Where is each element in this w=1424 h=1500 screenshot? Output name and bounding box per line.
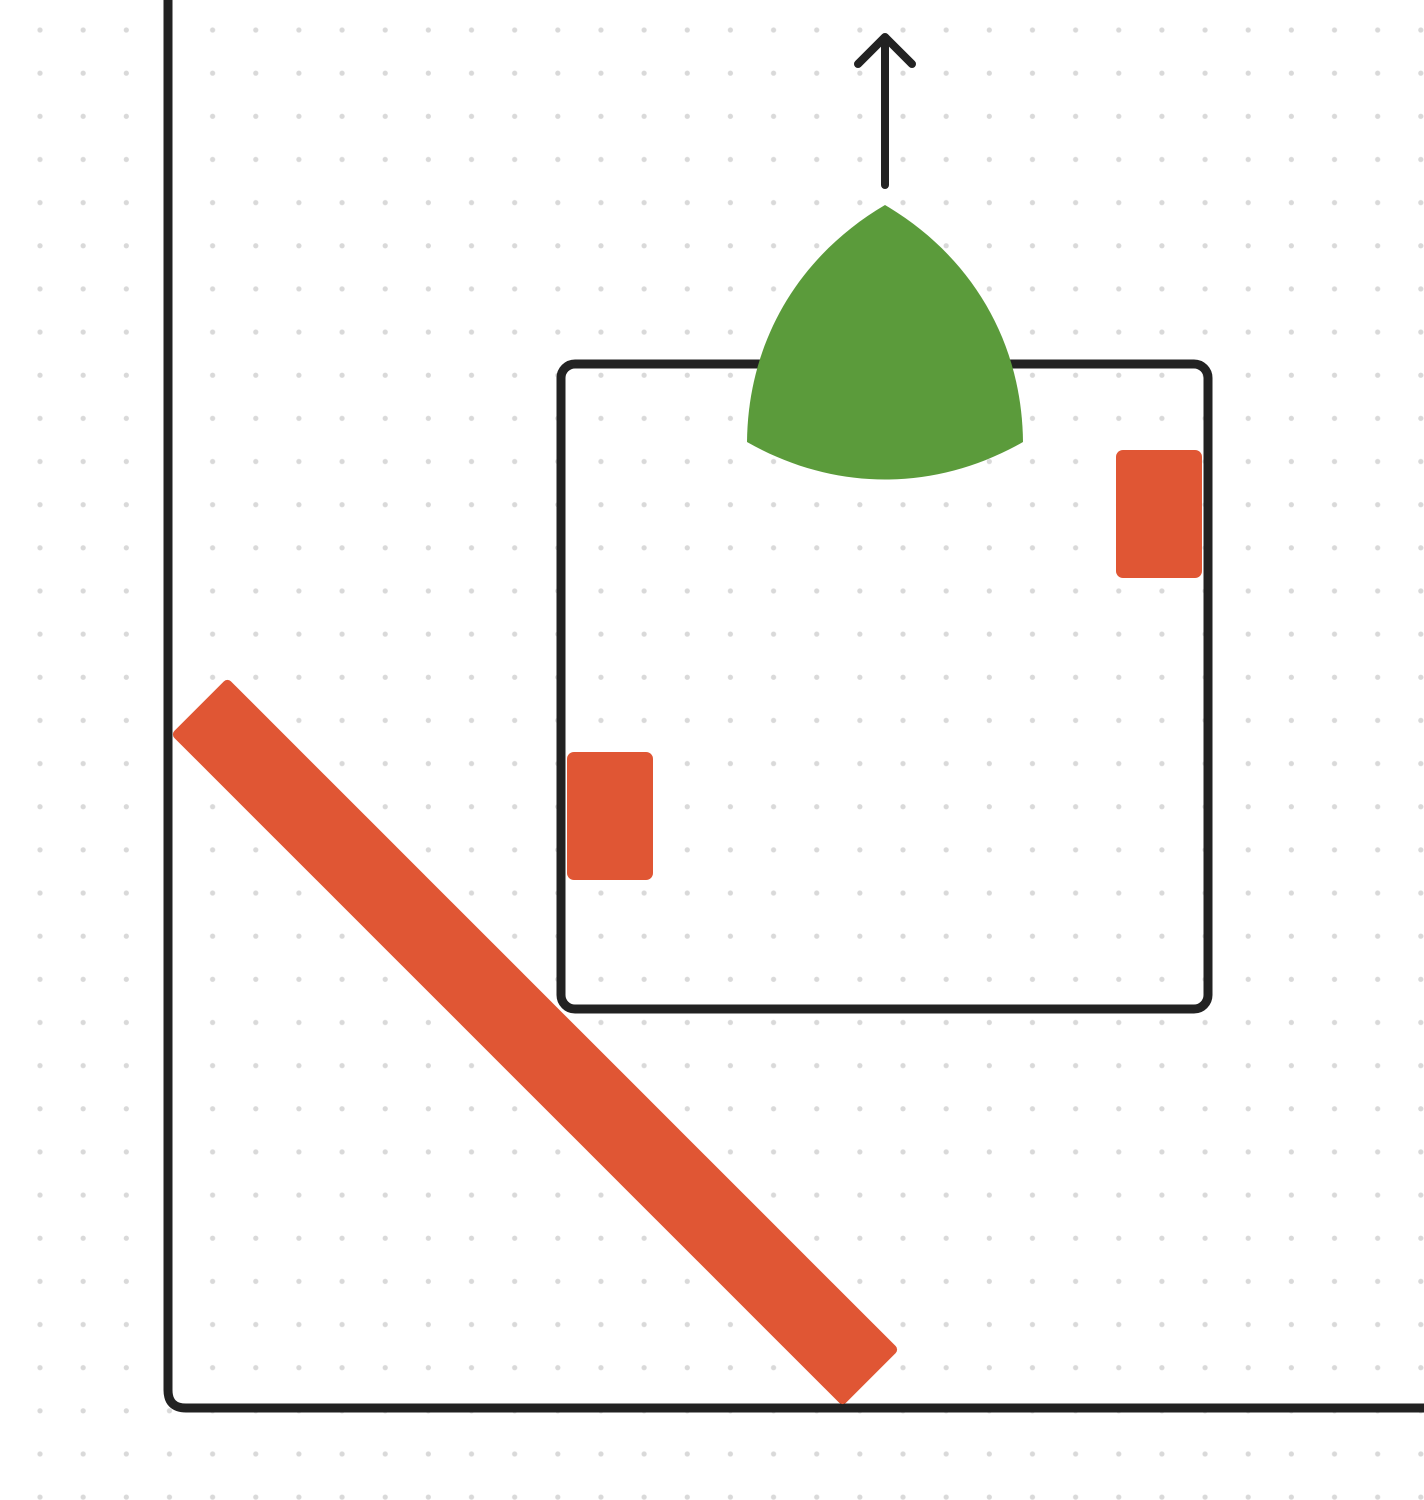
outer-frame[interactable] [163, 0, 1424, 1413]
arrow-up-icon[interactable] [854, 33, 916, 189]
green-sector[interactable] [747, 205, 1023, 480]
tab-right[interactable] [1116, 450, 1202, 578]
tab-left[interactable] [567, 752, 653, 880]
arrow-head [854, 33, 916, 68]
diagonal-bar[interactable] [171, 678, 899, 1406]
